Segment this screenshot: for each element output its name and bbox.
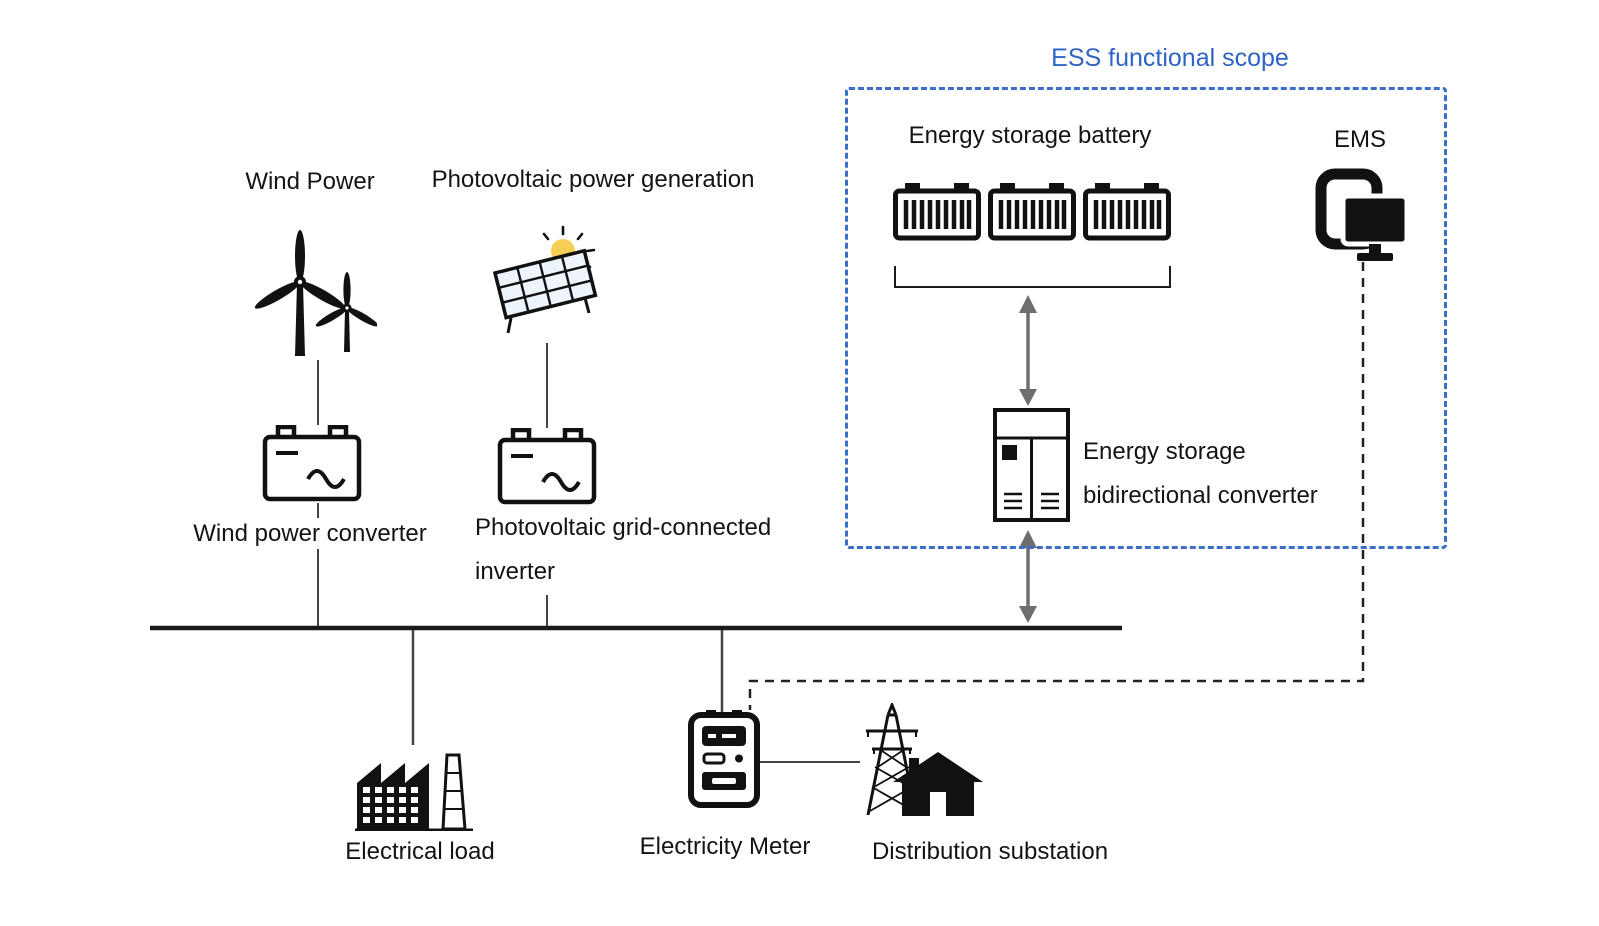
wind-power-label: Wind Power (205, 166, 415, 198)
pv-inverter-icon (497, 428, 597, 506)
energy-storage-battery-label: Energy storage battery (880, 120, 1180, 152)
wind-converter-icon (262, 425, 362, 503)
battery-module-icon (893, 183, 981, 241)
es-converter-cabinet-icon (993, 408, 1070, 522)
distribution-substation-label: Distribution substation (850, 836, 1130, 868)
wind-converter-label: Wind power converter (170, 518, 450, 550)
battery-module-icon (988, 183, 1076, 241)
electricity-meter-label: Electricity Meter (620, 831, 830, 863)
pv-generation-label: Photovoltaic power generation (408, 164, 778, 196)
ess-scope-box (845, 87, 1447, 549)
ems-icon (1313, 168, 1409, 262)
battery-module-icon (1083, 183, 1171, 241)
ems-label: EMS (1310, 124, 1410, 156)
solar-panel-icon (485, 225, 605, 343)
pv-inverter-label: Photovoltaic grid-connected inverter (475, 506, 815, 595)
substation-house-icon (893, 752, 983, 816)
factory-icon (355, 743, 477, 831)
wind-turbine-icon (252, 220, 377, 360)
electrical-load-label: Electrical load (330, 836, 510, 868)
es-converter-label: Energy storage bidirectional converter (1083, 438, 1318, 510)
ess-scope-title: ESS functional scope (1020, 42, 1320, 75)
electricity-meter-icon (686, 710, 762, 810)
